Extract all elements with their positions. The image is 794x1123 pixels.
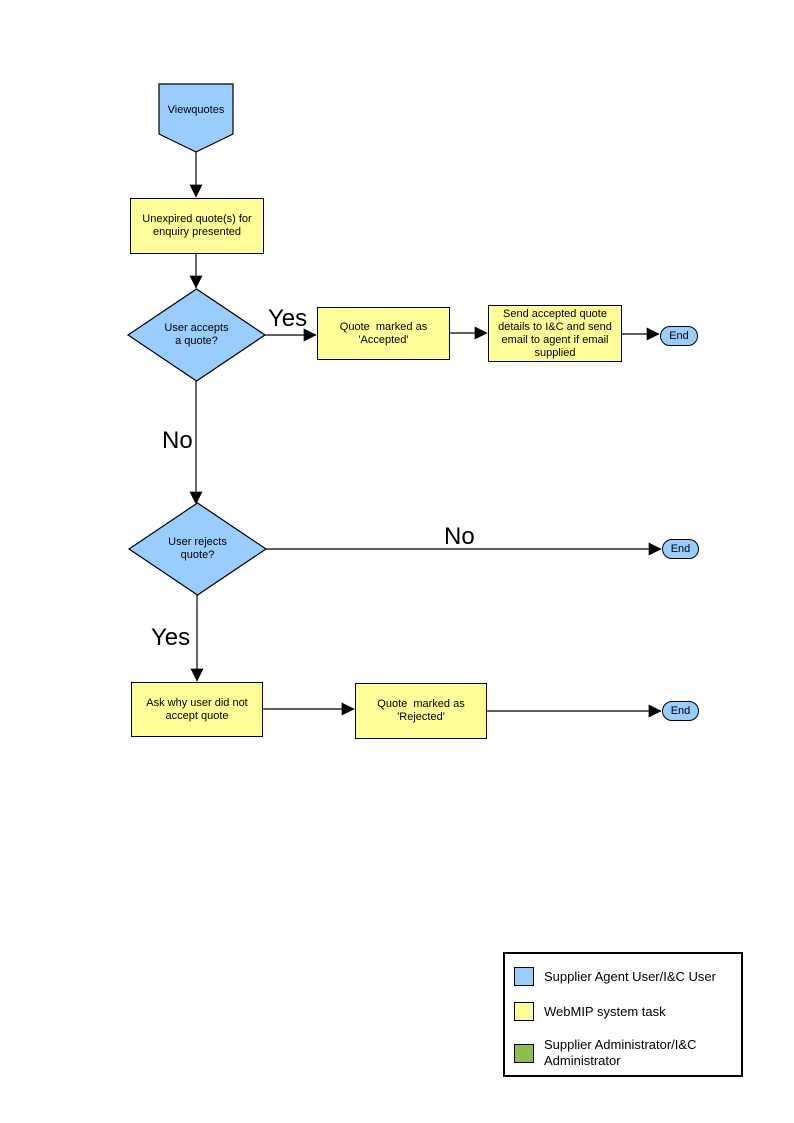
legend-swatch-yellow [514,1002,534,1021]
accept-decision-shape [126,288,267,382]
task-mark-rejected: Quote marked as 'Rejected' [355,683,487,739]
legend-label-webmip-system-task: WebMIP system task [544,1003,666,1019]
end-node-accept: End [660,326,698,346]
legend-swatch-blue [514,967,534,986]
legend-label-supplier-agent-user: Supplier Agent User/I&C User [544,968,716,984]
legend-item-supplier-agent-user: Supplier Agent User/I&C User [514,967,732,986]
edge-label-accept-no: No [162,427,193,454]
task-send-details: Send accepted quote details to I&C and s… [488,305,622,362]
legend-box: Supplier Agent User/I&C User WebMIP syst… [503,952,743,1077]
edge-label-accept-yes: Yes [268,305,308,332]
legend-swatch-green [514,1043,534,1063]
start-node-shape [158,83,234,153]
legend-item-webmip-system-task: WebMIP system task [514,1002,732,1021]
reject-decision-shape [127,502,268,596]
legend-label-supplier-administrator: Supplier Administrator/I&C Administrator [544,1037,697,1068]
legend-item-supplier-administrator: Supplier Administrator/I&C Administrator [514,1037,732,1069]
task-present-quotes: Unexpired quote(s) for enquiry presented [130,198,264,254]
end-node-reject: End [662,701,699,721]
edge-label-reject-yes: Yes [151,624,191,651]
task-mark-accepted: Quote marked as 'Accepted' [317,307,450,360]
edge-label-reject-no: No [444,523,475,550]
task-ask-why: Ask why user did not accept quote [131,682,263,737]
end-node-no-reject: End [662,539,699,559]
